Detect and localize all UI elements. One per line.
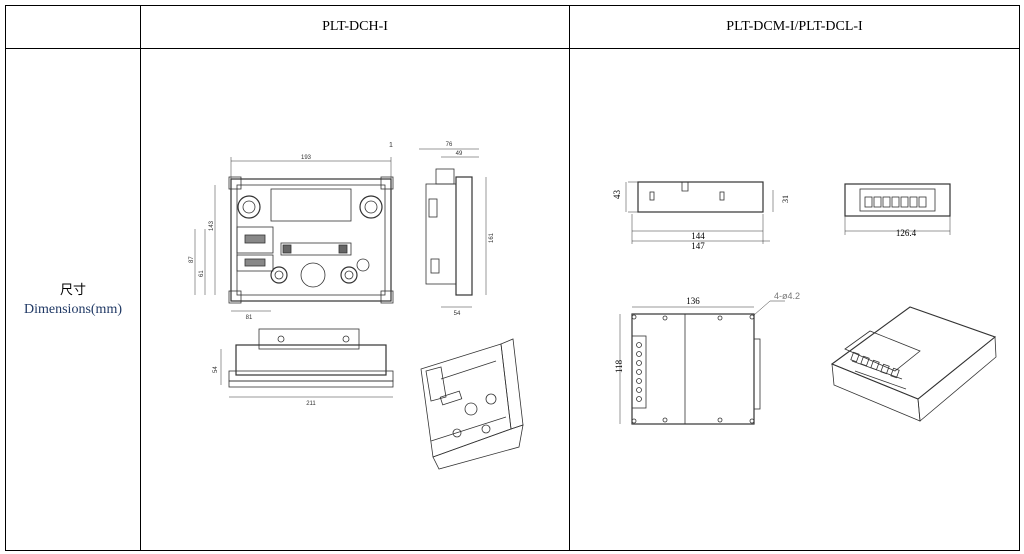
dcm-dim-height-right: 31	[781, 195, 790, 203]
dcm-terminal-row	[864, 196, 927, 208]
dch-dim-front-height: 54	[213, 366, 219, 373]
spec-table: PLT-DCH-I PLT-DCM-I/PLT-DCL-I 尺寸 Dimensi…	[5, 5, 1020, 551]
dcm-dim-top-height: 118	[614, 359, 624, 373]
dch-dim-top-width: 193	[301, 155, 312, 161]
dch-dim-outer-width: 211	[306, 401, 316, 407]
drawing-dch-cell: 193 143 87 61 81 1 76	[140, 48, 570, 551]
dch-dim-side-bottom: 54	[454, 311, 461, 317]
dcm-side-view	[625, 181, 774, 244]
dcm-dim-end-width: 126.4	[896, 228, 917, 238]
header-dcm: PLT-DCM-I/PLT-DCL-I	[569, 5, 1020, 49]
corner-cell	[5, 5, 141, 49]
dch-bottom-view	[220, 328, 394, 398]
dch-dim-side-inner: 49	[456, 151, 463, 157]
dch-dim-bottom-offset: 81	[246, 315, 253, 321]
row-label-dimensions: 尺寸 Dimensions(mm)	[5, 48, 141, 551]
dch-dim-side-height: 161	[489, 232, 495, 243]
dch-dim-height-c: 61	[199, 270, 205, 277]
dch-drawing: 193 143 87 61 81 1 76	[189, 142, 524, 470]
drawing-dcm-cell: 43 31 144 147	[569, 48, 1020, 551]
dcm-end-view	[844, 183, 951, 235]
dcm-top-view	[619, 300, 785, 425]
dch-iso-view	[420, 338, 524, 470]
dch-dim-height-a: 87	[189, 256, 195, 263]
dcm-drawing: 43 31 144 147	[612, 181, 997, 425]
label-en: Dimensions(mm)	[24, 301, 122, 317]
label-cn: 尺寸	[59, 282, 86, 298]
dcm-dim-inner-width: 144	[691, 231, 705, 241]
dch-marker: 1	[389, 142, 393, 149]
dcm-dim-height-left: 43	[612, 190, 622, 200]
dch-side-view	[419, 148, 487, 308]
dch-dim-height-b: 143	[209, 220, 215, 231]
dcm-dim-top-width: 136	[686, 296, 700, 306]
dcm-dim-outer-width: 147	[691, 241, 705, 251]
dcm-iso-view	[830, 306, 997, 422]
dch-dim-side-depth: 76	[446, 142, 453, 148]
header-dch: PLT-DCH-I	[140, 5, 570, 49]
dch-front-view	[194, 157, 394, 312]
dcm-dim-holes: 4-ø4.2	[774, 291, 800, 301]
